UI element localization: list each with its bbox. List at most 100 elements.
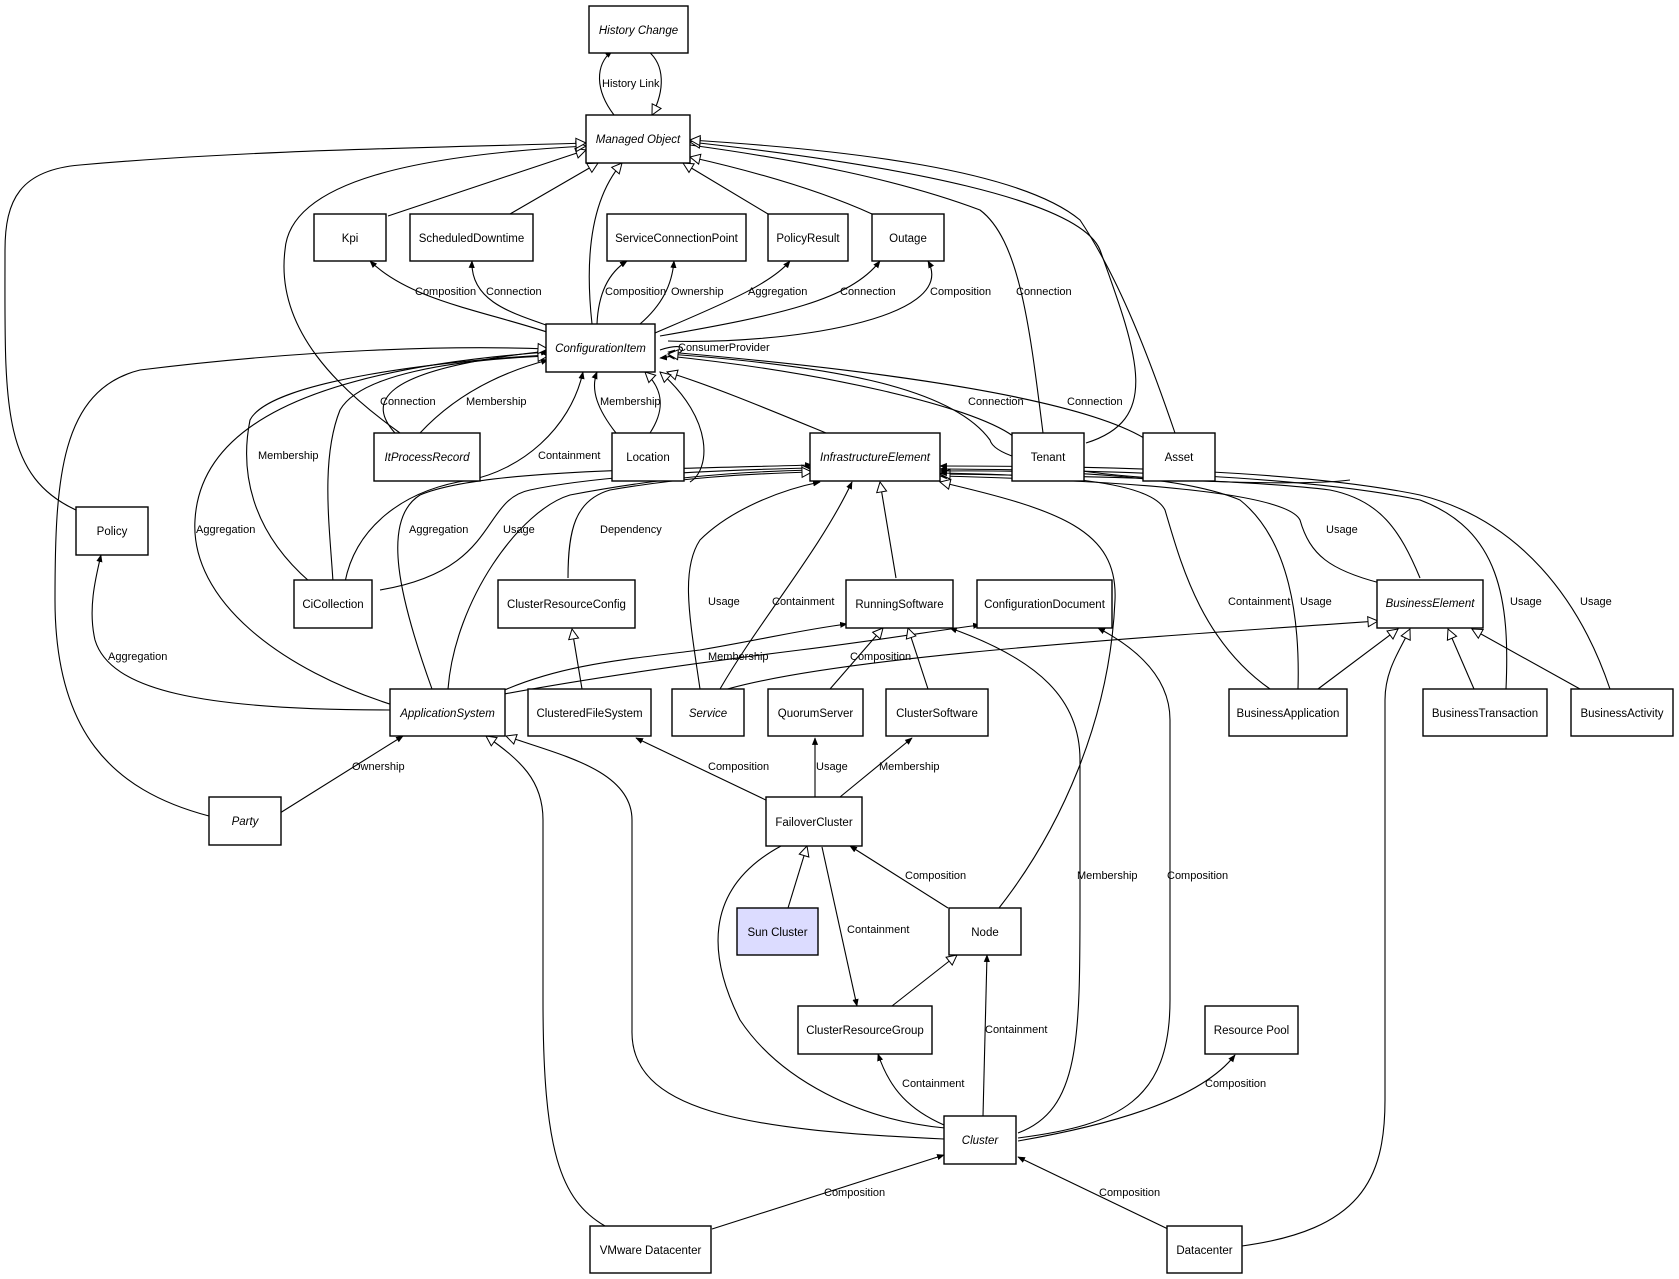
node-label: ScheduledDowntime: [419, 233, 524, 245]
node-service-connection-point[interactable]: ServiceConnectionPoint: [606, 213, 747, 262]
edge-service-ie-usage: [687, 480, 821, 690]
node-label: Policy: [97, 526, 128, 538]
edge-cs-rs: [908, 628, 929, 690]
node-tenant[interactable]: Tenant: [1011, 432, 1085, 482]
node-label: Managed Object: [596, 134, 681, 146]
label-appsys-cd: Composition: [850, 651, 911, 663]
label-service-ie-usage: Usage: [708, 596, 740, 608]
edge-be-ie-usage: [939, 473, 1381, 584]
label-tenant-ci: Connection: [968, 396, 1024, 408]
node-cluster-resource-group[interactable]: ClusterResourceGroup: [797, 1005, 933, 1055]
node-label: ClusterSoftware: [896, 708, 978, 720]
label-itpr-ci-memb: Membership: [466, 396, 527, 408]
label-ci-kpi: Composition: [415, 286, 476, 298]
edge-history-inherit: [647, 50, 661, 115]
label-appsys-rs: Membership: [708, 651, 769, 663]
node-application-system[interactable]: ApplicationSystem: [389, 688, 506, 737]
label-fc-crg: Containment: [847, 924, 909, 936]
node-it-process-record[interactable]: ItProcessRecord: [373, 432, 481, 482]
edge-location-ci-inh: [645, 372, 661, 434]
node-running-software[interactable]: RunningSoftware: [845, 579, 954, 629]
edge-party-ci: [54, 348, 548, 817]
edge-ci-scp-comp: [596, 260, 628, 325]
node-policy-result[interactable]: PolicyResult: [767, 213, 849, 262]
node-party[interactable]: Party: [208, 796, 282, 846]
node-service[interactable]: Service: [671, 688, 745, 737]
node-quorum-server[interactable]: QuorumServer: [767, 688, 864, 737]
edge-appsys-ci-aggr: [194, 349, 549, 707]
node-label: Datacenter: [1176, 1245, 1232, 1257]
node-history-change[interactable]: History Change: [588, 5, 689, 54]
edge-party-appsys: [279, 735, 404, 814]
edge-cluster-cd: [1017, 627, 1171, 1139]
label-be-ie-usage: Usage: [1326, 524, 1358, 536]
edge-crg-node: [891, 955, 957, 1007]
edge-ci-mo: [588, 163, 622, 325]
node-label: ConfigurationDocument: [984, 599, 1106, 611]
node-kpi[interactable]: Kpi: [313, 213, 387, 262]
node-label: Outage: [889, 233, 927, 245]
label-ci-outage-conn: Connection: [840, 286, 896, 298]
node-location[interactable]: Location: [611, 432, 685, 482]
node-business-activity[interactable]: BusinessActivity: [1570, 688, 1674, 737]
edge-asset-ci: [667, 349, 1145, 439]
label-service-ie-cont: Containment: [772, 596, 834, 608]
node-datacenter[interactable]: Datacenter: [1166, 1225, 1243, 1274]
edge-ci-pr: [654, 260, 791, 334]
node-scheduled-downtime[interactable]: ScheduledDowntime: [409, 213, 534, 262]
edge-dc-be: [1241, 629, 1410, 1247]
edge-ci-outage-conn: [659, 260, 881, 337]
node-asset[interactable]: Asset: [1142, 432, 1216, 482]
node-label: Tenant: [1031, 452, 1066, 464]
node-cluster[interactable]: Cluster: [943, 1115, 1017, 1165]
label-bact-ie-usage: Usage: [1580, 596, 1612, 608]
edge-cicollection-ie-usage: [379, 465, 813, 591]
edge-labels: History Link Composition Connection Comp…: [108, 78, 1612, 1199]
node-ci-collection[interactable]: CiCollection: [293, 579, 373, 629]
edge-bt-ie-usage: [939, 465, 1508, 690]
node-sun-cluster[interactable]: Sun Cluster: [736, 907, 819, 956]
node-configuration-item[interactable]: ConfigurationItem: [545, 323, 656, 373]
label-ci-scp-own: Ownership: [671, 286, 724, 298]
node-managed-object[interactable]: Managed Object: [585, 114, 691, 164]
node-label: Kpi: [342, 233, 359, 245]
node-label: Cluster: [962, 1135, 1000, 1147]
label-bt-ie-usage: Usage: [1510, 596, 1542, 608]
node-infrastructure-element[interactable]: InfrastructureElement: [809, 432, 941, 482]
node-vmware-datacenter[interactable]: VMware Datacenter: [589, 1225, 712, 1274]
node-label: Resource Pool: [1214, 1025, 1289, 1037]
node-cluster-software[interactable]: ClusterSoftware: [885, 688, 989, 737]
edge-tenant-mo: [689, 144, 1044, 434]
node-label: Location: [626, 452, 669, 464]
node-cluster-resource-config[interactable]: ClusterResourceConfig: [497, 579, 636, 629]
edge-rs-ie: [880, 482, 897, 579]
node-business-transaction[interactable]: BusinessTransaction: [1422, 688, 1548, 737]
node-label: InfrastructureElement: [820, 452, 931, 464]
edge-cluster-rp: [1017, 1054, 1236, 1142]
label-cluster-rs: Membership: [1077, 870, 1138, 882]
node-label: ItProcessRecord: [384, 452, 470, 464]
node-label: RunningSoftware: [855, 599, 943, 611]
edge-appsys-cd: [503, 622, 981, 695]
label-cluster-cd: Composition: [1167, 870, 1228, 882]
node-label: QuorumServer: [778, 708, 854, 720]
node-label: History Change: [599, 25, 678, 37]
edge-fc-cluster: [717, 845, 946, 1129]
edge-qs-rs: [829, 628, 883, 690]
edge-fc-cs: [839, 737, 913, 798]
label-crc-ie: Dependency: [600, 524, 662, 536]
node-label: PolicyResult: [776, 233, 840, 245]
edge-fc-cfs: [635, 737, 771, 803]
node-resource-pool[interactable]: Resource Pool: [1204, 1005, 1299, 1055]
edge-appsys-rs: [499, 621, 848, 693]
node-business-element[interactable]: BusinessElement: [1376, 579, 1484, 629]
node-clustered-file-system[interactable]: ClusteredFileSystem: [527, 688, 652, 737]
node-failover-cluster[interactable]: FailoverCluster: [765, 796, 863, 847]
node-label: BusinessElement: [1386, 598, 1476, 610]
node-policy[interactable]: Policy: [75, 506, 149, 556]
node-node[interactable]: Node: [948, 907, 1022, 956]
node-business-application[interactable]: BusinessApplication: [1228, 688, 1348, 737]
label-appsys-ci2: Aggregation: [409, 524, 468, 536]
node-configuration-document[interactable]: ConfigurationDocument: [976, 579, 1113, 629]
node-outage[interactable]: Outage: [871, 213, 945, 262]
